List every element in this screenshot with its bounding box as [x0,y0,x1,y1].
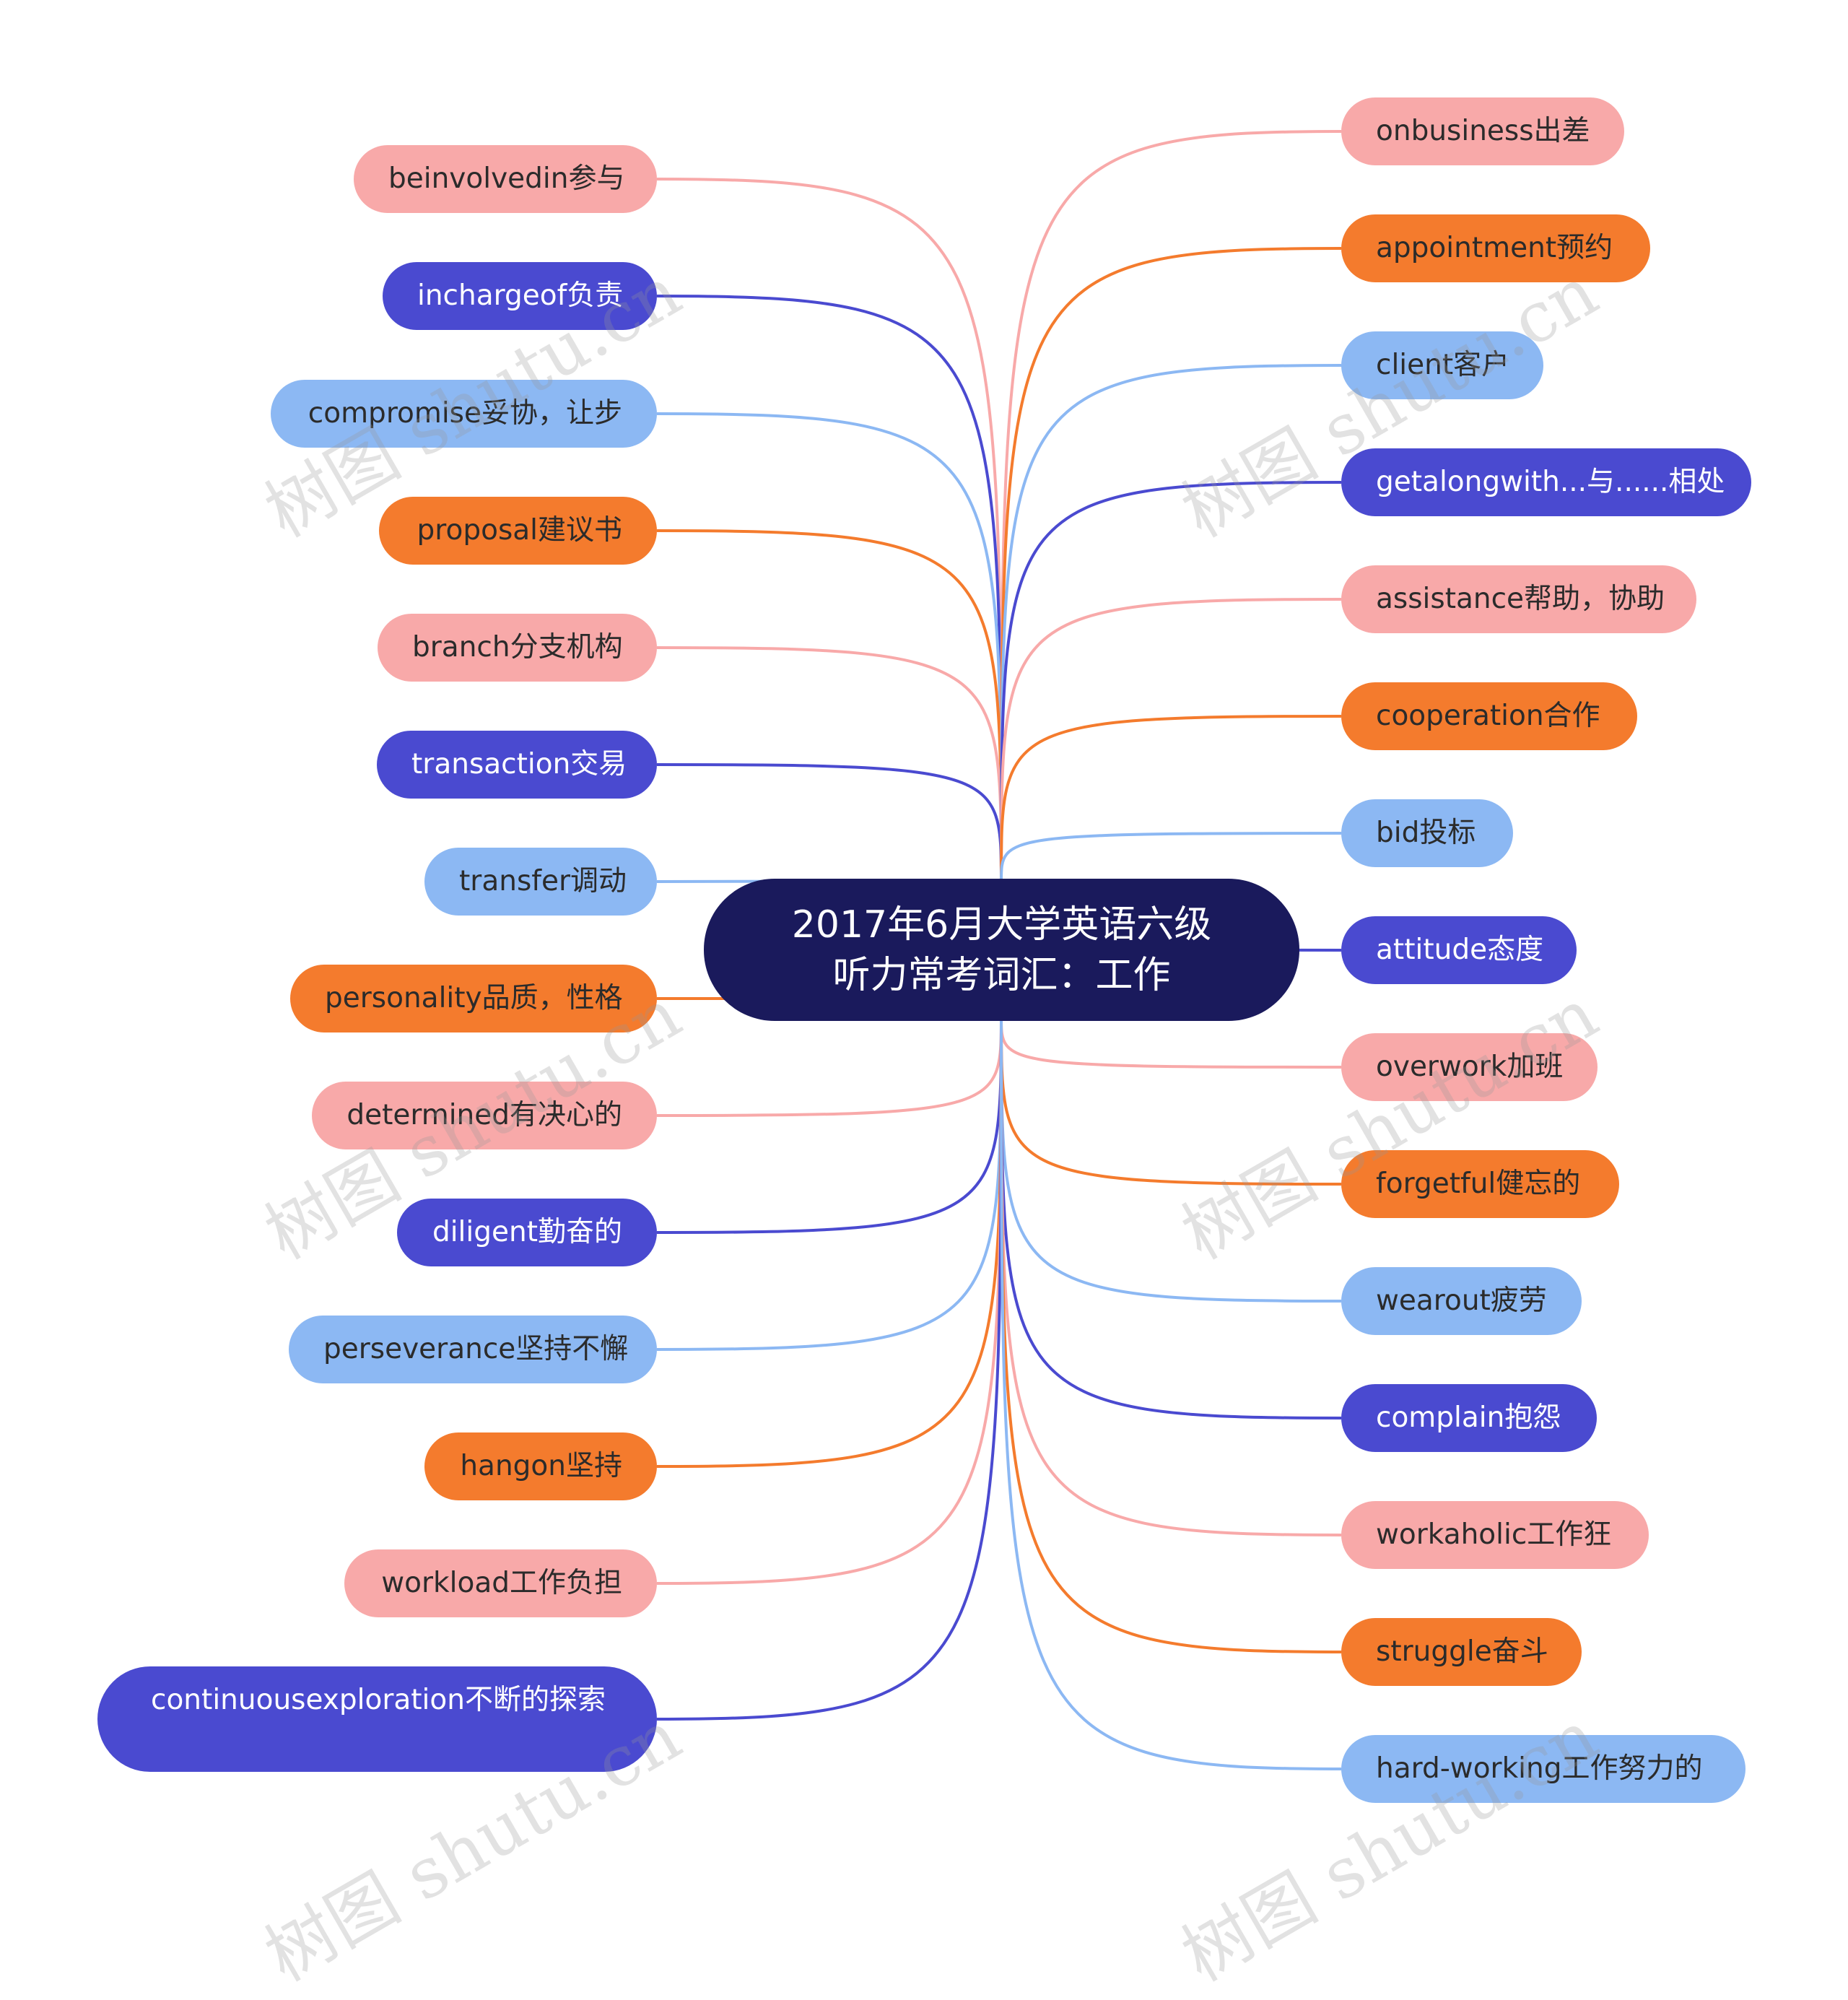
connector-bid [1000,832,1342,882]
connector-proposal [656,529,1003,882]
node-assistance[interactable]: assistance帮助，协助 [1341,565,1696,633]
connector-hard-working [1000,1017,1342,1770]
root-title: 2017年6月大学英语六级 听力常考词汇：工作 [792,900,1211,1001]
connector-overwork [1000,1017,1342,1069]
node-hard-working[interactable]: hard-working工作努力的 [1341,1735,1745,1803]
node-struggle[interactable]: struggle奋斗 [1341,1618,1582,1686]
node-personality[interactable]: personality品质，性格 [290,965,657,1032]
node-bid[interactable]: bid投标 [1341,799,1513,867]
node-hangon[interactable]: hangon坚持 [424,1432,657,1500]
root-topic[interactable]: 2017年6月大学英语六级 听力常考词汇：工作 [704,879,1299,1021]
node-determined[interactable]: determined有决心的 [312,1082,657,1149]
node-client[interactable]: client客户 [1341,331,1543,399]
connector-complain [1000,1017,1342,1419]
connector-lines [656,130,1342,1770]
node-continuousexploration[interactable]: continuousexploration不断的探索 [97,1666,657,1772]
connector-transaction [656,763,1003,882]
connector-diligent [656,1017,1003,1234]
node-forgetful[interactable]: forgetful健忘的 [1341,1150,1619,1218]
node-workload[interactable]: workload工作负担 [344,1549,657,1617]
node-onbusiness[interactable]: onbusiness出差 [1341,97,1624,165]
node-proposal[interactable]: proposal建议书 [379,497,657,565]
node-getalongwith[interactable]: getalongwith...与......相处 [1341,448,1751,516]
node-branch[interactable]: branch分支机构 [378,614,657,682]
connector-getalongwith [1000,481,1342,882]
node-appointment[interactable]: appointment预约 [1341,214,1650,282]
node-inchargeof[interactable]: inchargeof负责 [383,262,657,330]
connector-assistance [1000,598,1342,882]
connector-workaholic [1000,1017,1342,1536]
connector-inchargeof [656,295,1003,882]
connector-client [1000,364,1342,882]
connector-onbusiness [1000,130,1342,882]
node-compromise[interactable]: compromise妥协，让步 [271,380,657,448]
connector-determined [656,1017,1003,1117]
node-overwork[interactable]: overwork加班 [1341,1033,1598,1101]
node-workaholic[interactable]: workaholic工作狂 [1341,1501,1649,1569]
node-diligent[interactable]: diligent勤奋的 [397,1199,657,1266]
node-beinvolvedin[interactable]: beinvolvedin参与 [354,145,657,213]
node-transfer[interactable]: transfer调动 [424,848,657,916]
connector-forgetful [1000,1017,1342,1186]
node-perseverance[interactable]: perseverance坚持不懈 [289,1316,657,1383]
connector-cooperation [1000,715,1342,882]
connector-perseverance [656,1017,1003,1351]
connector-struggle [1000,1017,1342,1653]
connector-continuousexploration [656,1017,1003,1721]
connector-appointment [1000,247,1342,882]
node-transaction[interactable]: transaction交易 [377,731,657,799]
node-wearout[interactable]: wearout疲劳 [1341,1267,1582,1335]
root-title-line2: 听力常考词汇：工作 [832,953,1171,997]
node-cooperation[interactable]: cooperation合作 [1341,682,1637,750]
node-complain[interactable]: complain抱怨 [1341,1384,1597,1452]
node-attitude[interactable]: attitude态度 [1341,916,1577,984]
connector-hangon [656,1017,1003,1468]
root-title-line1: 2017年6月大学英语六级 [791,903,1212,947]
